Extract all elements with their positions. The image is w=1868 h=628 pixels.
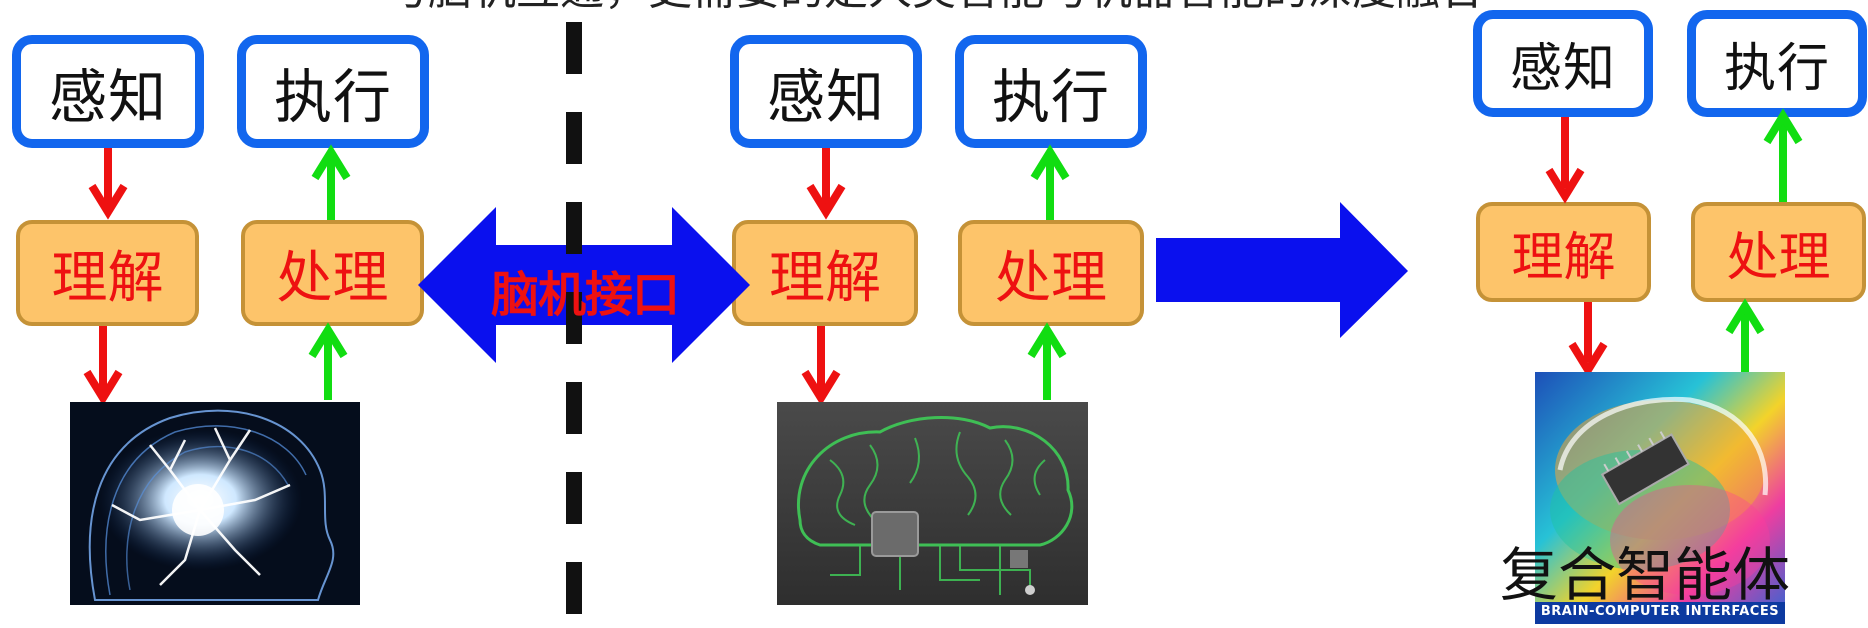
panel2-perceive-box: 感知 <box>730 35 922 148</box>
composite-agent-label: 复合智能体 <box>1500 541 1791 609</box>
panel2-arrows <box>801 144 1070 406</box>
bci-double-arrow <box>418 207 750 363</box>
dashed-divider <box>566 22 582 624</box>
panel2-execute-box: 执行 <box>955 35 1147 148</box>
bci-cover-image <box>1535 372 1785 624</box>
big-right-arrow <box>1156 202 1408 338</box>
panel3-arrows <box>1545 108 1803 378</box>
panel1-perceive-box: 感知 <box>12 35 204 148</box>
panel1-execute-box: 执行 <box>237 35 429 148</box>
bci-label: 脑机接口 <box>490 267 680 323</box>
top-caption: 与脑机互通，更需要的是人类智能与机器智能的深度融合 <box>0 0 1868 14</box>
circuit-brain-image <box>777 402 1088 605</box>
panel1-arrows <box>83 144 351 406</box>
panel1-understand-box: 理解 <box>16 220 199 326</box>
panel1-process-box: 处理 <box>241 220 424 326</box>
panel3-understand-box: 理解 <box>1476 202 1651 302</box>
panel2-understand-box: 理解 <box>732 220 918 326</box>
panel2-process-box: 处理 <box>958 220 1144 326</box>
panel3-perceive-box: 感知 <box>1473 10 1653 117</box>
panel3-process-box: 处理 <box>1691 202 1866 302</box>
cover-caption: BRAIN-COMPUTER INTERFACES <box>1540 604 1780 619</box>
human-brain-image <box>70 402 360 605</box>
panel3-execute-box: 执行 <box>1687 10 1867 117</box>
